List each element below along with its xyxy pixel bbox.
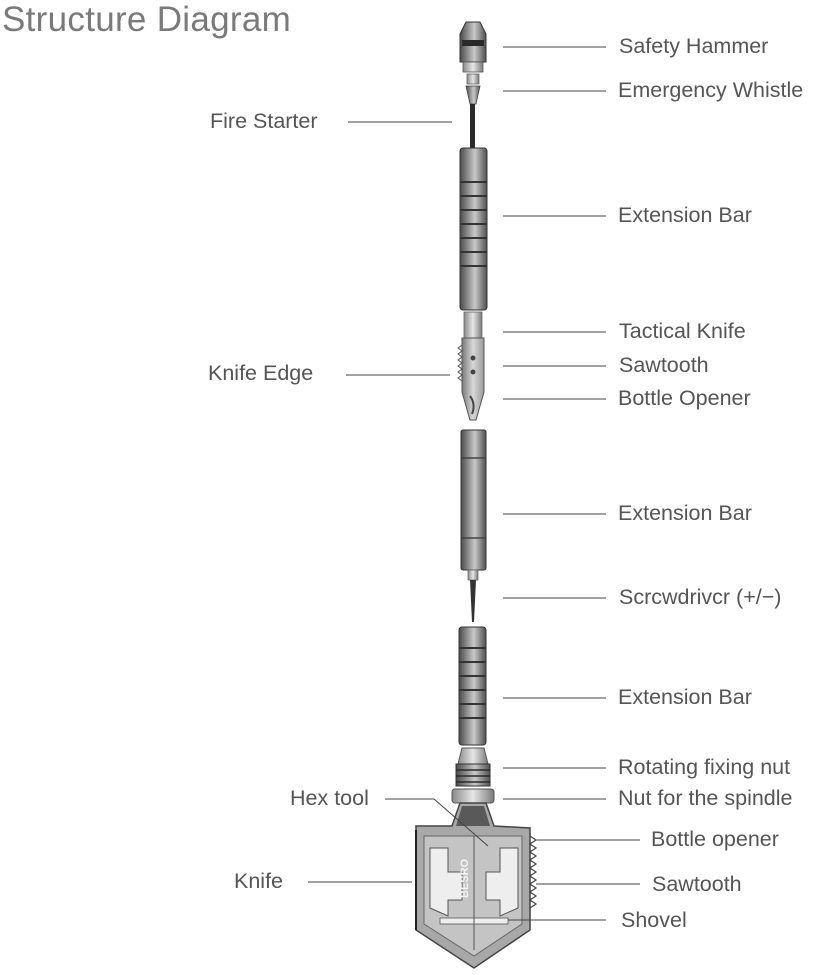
extension-bar-2-part bbox=[461, 430, 486, 570]
shovel-head-part: BESRO bbox=[416, 803, 536, 968]
label-sawtooth-2: Sawtooth bbox=[652, 872, 742, 897]
label-nut-for-the-spindle: Nut for the spindle bbox=[618, 786, 793, 811]
tactical-knife-part bbox=[458, 312, 484, 420]
label-bottle-opener-2: Bottle opener bbox=[651, 827, 779, 852]
label-bottle-opener-1: Bottle Opener bbox=[618, 386, 751, 411]
emergency-whistle-part bbox=[466, 74, 480, 104]
label-safety-hammer: Safety Hammer bbox=[619, 34, 768, 59]
label-sawtooth-1: Sawtooth bbox=[619, 353, 709, 378]
label-knife-edge: Knife Edge bbox=[208, 361, 313, 386]
label-fire-starter: Fire Starter bbox=[210, 109, 318, 134]
label-hex-tool: Hex tool bbox=[290, 786, 369, 811]
rotating-nut-part bbox=[456, 748, 490, 786]
label-extension-bar-2: Extension Bar bbox=[618, 501, 752, 526]
label-rotating-fixing-nut: Rotating fixing nut bbox=[618, 755, 790, 780]
brand-mark: BESRO bbox=[459, 858, 471, 898]
label-extension-bar-1: Extension Bar bbox=[618, 203, 752, 228]
label-emergency-whistle: Emergency Whistle bbox=[618, 78, 803, 103]
safety-hammer-part bbox=[460, 22, 486, 72]
label-knife: Knife bbox=[234, 869, 283, 894]
screwdriver-part bbox=[468, 570, 478, 622]
label-tactical-knife: Tactical Knife bbox=[619, 319, 746, 344]
spindle-nut-part bbox=[452, 789, 494, 803]
extension-bar-3-part bbox=[459, 627, 486, 745]
label-screwdriver: Scrcwdrivcr (+/−) bbox=[619, 585, 781, 610]
label-shovel: Shovel bbox=[621, 908, 687, 933]
label-extension-bar-3: Extension Bar bbox=[618, 685, 752, 710]
fire-starter-rod bbox=[470, 104, 475, 148]
extension-bar-1-part bbox=[460, 148, 487, 310]
